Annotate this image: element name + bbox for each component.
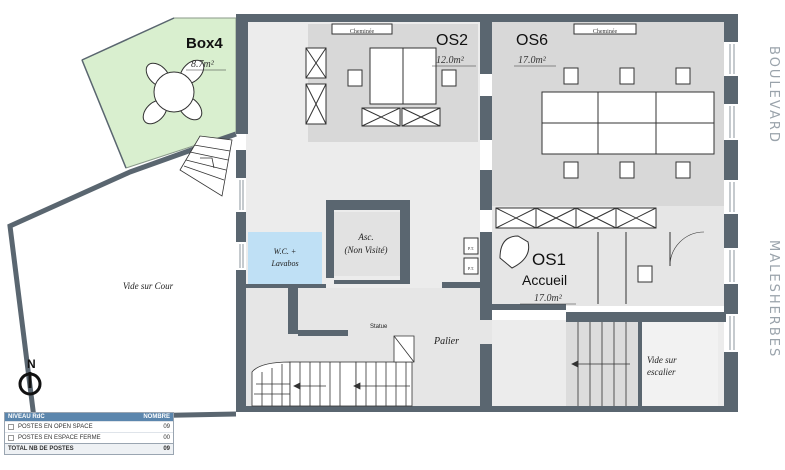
- landing-label: Palier: [433, 336, 459, 347]
- box4-area: 8.7m²: [191, 59, 215, 70]
- box4-stair: [179, 135, 233, 197]
- box4-name: Box4: [186, 35, 223, 52]
- stair-void-label-line2: escalier: [647, 367, 676, 377]
- facade-windows: [239, 44, 735, 350]
- elevator-shaft: [330, 212, 400, 276]
- legend-row-label: POSTES EN ESPACE FERME: [18, 435, 101, 441]
- street-name-malesherbes: MALESHERBES: [766, 240, 781, 358]
- os6-area: 17.0m²: [518, 55, 547, 66]
- legend-header: NIVEAU RdC NOMBRE: [5, 413, 173, 421]
- os6-name: OS6: [516, 32, 548, 49]
- courtyard-void-label: Vide sur Cour: [123, 281, 174, 291]
- os2-fireplace-label: Cheminée: [350, 29, 375, 35]
- os6-fireplace-label: Cheminée: [593, 29, 618, 35]
- os1-area: 17.0m²: [534, 293, 563, 304]
- legend-column-header: NOMBRE: [143, 414, 170, 420]
- legend-table: NIVEAU RdC NOMBRE POSTES EN OPEN SPACE 0…: [4, 412, 174, 455]
- box4-table: [142, 59, 205, 125]
- legend-row: POSTES EN OPEN SPACE 09: [5, 421, 173, 432]
- pt-boxes: [463, 237, 479, 275]
- pt-label-top: P.T.: [468, 246, 474, 251]
- stair-void: [638, 322, 718, 406]
- legend-total-row: TOTAL NB DE POSTES 09: [5, 443, 173, 454]
- legend-swatch: [8, 424, 14, 430]
- os2-name: OS2: [436, 32, 468, 49]
- elevator-label-line2: (Non Visité): [344, 245, 387, 255]
- legend-row: POSTES EN ESPACE FERME 00: [5, 432, 173, 443]
- legend-total-label: TOTAL NB DE POSTES: [8, 446, 74, 452]
- main-stair: [251, 335, 415, 407]
- legend-row-value: 00: [163, 435, 170, 441]
- legend-total-value: 09: [163, 446, 170, 452]
- north-compass-icon: N: [18, 357, 42, 396]
- os1-furniture: [499, 231, 705, 304]
- wc-label-line1: W.C. +: [274, 247, 297, 256]
- legend-title: NIVEAU RdC: [8, 414, 45, 420]
- walls: [236, 14, 738, 412]
- wc-room: [248, 232, 322, 284]
- os6-furniture: [495, 23, 715, 229]
- os1-stair-steps: [571, 322, 630, 406]
- pt-label-bottom: P.T.: [468, 266, 474, 271]
- os2-furniture: [305, 23, 457, 127]
- elevator-label-line1: Asc.: [357, 232, 373, 242]
- compass-label: N: [27, 357, 36, 371]
- statue-label: Statue: [370, 324, 388, 330]
- os1-subtitle: Accueil: [522, 272, 567, 288]
- os2-area: 12.0m²: [436, 55, 465, 66]
- legend-row-value: 09: [163, 424, 170, 430]
- os1-name: OS1: [532, 250, 566, 269]
- legend-row-label: POSTES EN OPEN SPACE: [18, 424, 93, 430]
- legend-swatch: [8, 435, 14, 441]
- wc-label-line2: Lavabos: [270, 259, 298, 268]
- street-name-boulevard: BOULEVARD: [766, 46, 781, 144]
- stair-void-label-line1: Vide sur: [647, 355, 677, 365]
